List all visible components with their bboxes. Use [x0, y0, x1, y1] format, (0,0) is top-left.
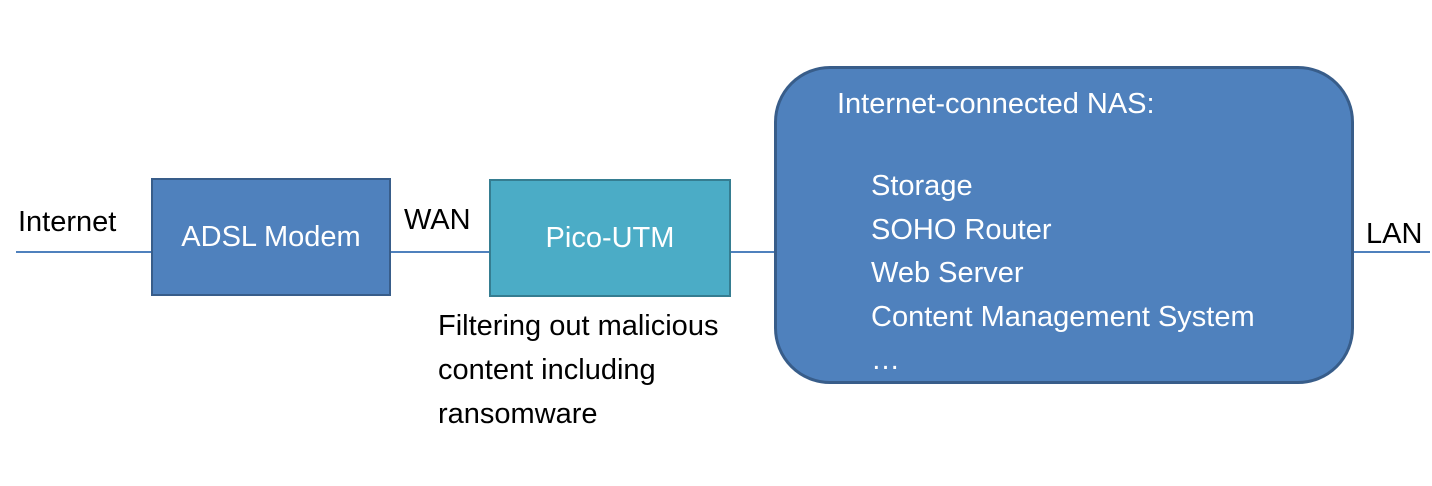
annotation-line: ransomware	[438, 398, 598, 430]
nas-feature-item: Web Server	[871, 257, 1024, 289]
nas-feature-item: Content Management System	[871, 300, 1255, 333]
wire-utm-nas	[730, 251, 776, 253]
wire-nas-lan	[1352, 251, 1430, 253]
internet-label: Internet	[18, 206, 117, 238]
nas-box: Internet-connected NAS: Storage SOHO Rou…	[774, 66, 1354, 384]
adsl-modem-box: ADSL Modem	[151, 178, 391, 296]
nas-feature-item: SOHO Router	[871, 213, 1052, 246]
nas-feature-list: Storage SOHO Router Web Server Content M…	[871, 165, 1255, 383]
wan-label: WAN	[404, 204, 471, 236]
nas-feature-item: …	[871, 344, 900, 376]
nas-feature-item: Storage	[871, 170, 973, 202]
utm-annotation: Filtering out malicious content includin…	[438, 304, 718, 436]
wire-modem-utm	[390, 251, 490, 253]
annotation-line: Filtering out malicious	[438, 310, 719, 342]
pico-utm-label: Pico-UTM	[545, 221, 675, 254]
nas-title: Internet-connected NAS:	[837, 88, 1155, 120]
lan-label: LAN	[1366, 218, 1423, 250]
wire-internet-modem	[16, 251, 151, 253]
adsl-modem-label: ADSL Modem	[181, 220, 361, 253]
pico-utm-box: Pico-UTM	[489, 179, 731, 297]
annotation-line: content including	[438, 354, 656, 386]
